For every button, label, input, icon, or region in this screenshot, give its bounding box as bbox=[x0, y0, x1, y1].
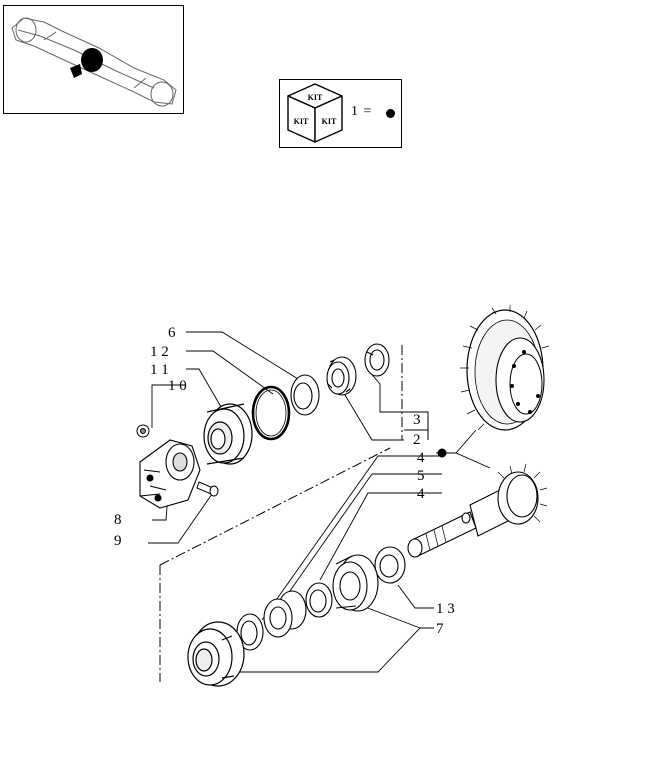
assembly-boundary bbox=[159, 345, 403, 682]
part-4-shim-a bbox=[305, 582, 333, 618]
axle-drawing bbox=[11, 17, 177, 107]
part-10-bearing bbox=[203, 403, 253, 465]
callout-12: 1 2 bbox=[150, 344, 169, 360]
pinion-shaft bbox=[407, 463, 548, 558]
callout-13: 1 3 bbox=[436, 601, 455, 617]
callout-9: 9 bbox=[114, 533, 122, 549]
callout-11: 1 1 bbox=[150, 362, 169, 378]
leader-lines bbox=[148, 331, 491, 673]
part-9-bolt bbox=[196, 481, 219, 497]
part-3-lock-washer bbox=[364, 343, 390, 377]
callout-bracket bbox=[404, 411, 429, 440]
callout-4-upper: 4 bbox=[417, 450, 425, 466]
kit-legend-text: 1 = bbox=[351, 104, 373, 119]
kit-legend: KIT KIT KIT 1 = bbox=[279, 79, 402, 148]
kit-left-label: KIT bbox=[294, 117, 309, 126]
kit-cube-icon: KIT KIT KIT bbox=[287, 83, 343, 143]
highlighted-differential bbox=[81, 48, 103, 72]
kit-bullet-icon bbox=[386, 109, 395, 118]
part-11-o-ring bbox=[251, 385, 291, 441]
part-7-bearing-a bbox=[332, 554, 379, 612]
callout-4-lower: 4 bbox=[417, 486, 425, 502]
callout-8: 8 bbox=[114, 512, 122, 528]
callout-5: 5 bbox=[417, 468, 425, 484]
part-6-spacer bbox=[290, 374, 320, 416]
kit-marker-dot bbox=[437, 448, 447, 458]
kit-right-label: KIT bbox=[322, 117, 337, 126]
callout-7: 7 bbox=[436, 621, 444, 637]
callout-3: 3 bbox=[413, 412, 421, 428]
part-1-nut bbox=[136, 424, 150, 438]
callout-6: 6 bbox=[168, 325, 176, 341]
axle-location-thumbnail bbox=[3, 5, 184, 114]
part-7-bearing-b bbox=[187, 621, 245, 687]
callout-2: 2 bbox=[413, 432, 421, 448]
part-13-washer bbox=[374, 546, 406, 584]
callout-10: 1 0 bbox=[168, 378, 187, 394]
part-5-spacer bbox=[263, 590, 307, 638]
part-8-housing bbox=[139, 439, 201, 509]
crown-wheel bbox=[460, 305, 550, 431]
kit-top-label: KIT bbox=[308, 93, 323, 102]
part-2-ring-nut bbox=[326, 356, 357, 396]
